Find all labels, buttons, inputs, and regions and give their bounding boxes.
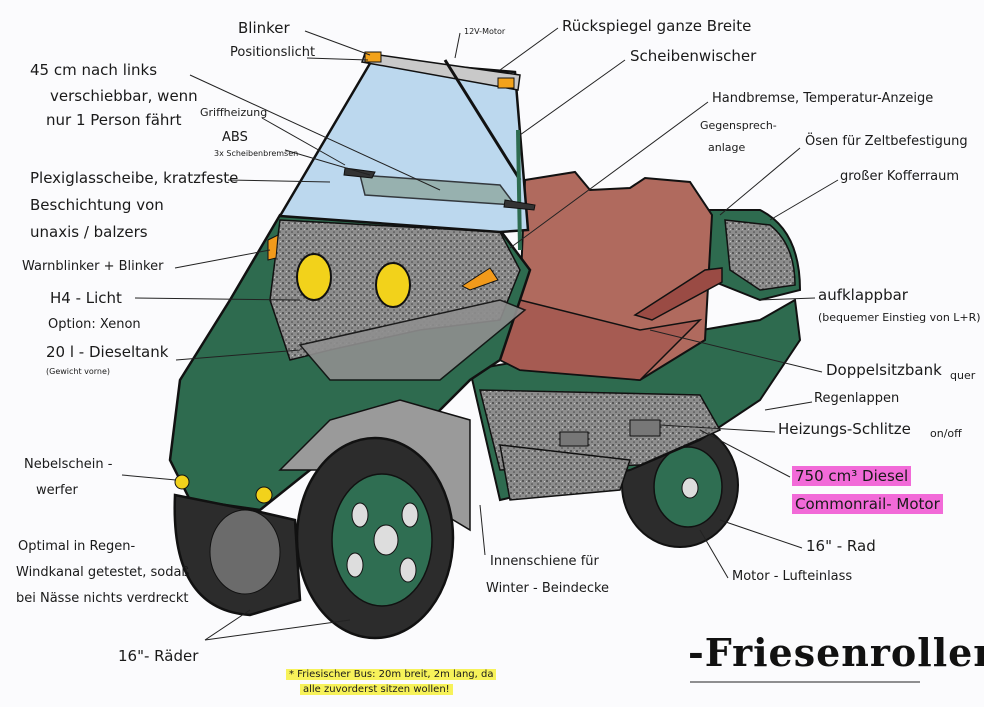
position-light-left <box>364 51 382 63</box>
label-diesel-2: Commonrail- Motor <box>792 494 943 514</box>
title: -Friesenroller* <box>688 630 984 675</box>
label-regenlappen: Regenlappen <box>814 391 900 406</box>
label-12v-motor: 12V-Motor <box>464 27 506 36</box>
label-gegensprech-1: Gegensprech- <box>700 119 777 132</box>
label-scheibenwischer: Scheibenwischer <box>630 47 757 65</box>
label-abs: ABS <box>222 130 248 145</box>
diesel-highlight-1: 750 cm³ Diesel <box>792 466 912 486</box>
indicator-right <box>460 267 499 291</box>
heating-vent-2 <box>629 419 661 437</box>
label-h4: H4 - Licht <box>50 289 122 307</box>
title-text: -Friesenroller <box>688 630 984 675</box>
label-diesel-1: 750 cm³ Diesel <box>792 466 912 486</box>
label-innenschiene-2: Winter - Beindecke <box>486 581 610 596</box>
headlight-left <box>296 253 332 301</box>
wiper-arm <box>443 59 522 181</box>
label-einstieg: (bequemer Einstieg von L+R) <box>818 311 981 324</box>
double-seat <box>498 170 723 382</box>
front-wheel-right <box>295 436 455 640</box>
label-verschiebbar-1: 45 cm nach links <box>30 61 158 79</box>
label-handbremse: Handbremse, Temperatur-Anzeige <box>712 91 934 106</box>
label-oesen: Ösen für Zeltbefestigung <box>805 134 968 149</box>
label-plexiglas-1: Plexiglasscheibe, kratzfeste <box>30 169 239 187</box>
label-xenon: Option: Xenon <box>48 317 141 332</box>
label-rad16: 16" - Rad <box>806 537 876 555</box>
label-verschiebbar-2: verschiebbar, wenn <box>50 87 198 105</box>
label-optimal-2: Windkanal getestet, sodaß <box>16 565 190 580</box>
label-aufklappbar: aufklappbar <box>818 286 908 304</box>
label-blinker: Blinker <box>238 19 290 37</box>
label-dieseltank: 20 l - Dieseltank <box>46 343 169 361</box>
label-quer: quer <box>950 369 976 382</box>
label-doppelsitz: Doppelsitzbank <box>826 361 942 379</box>
label-lufteinlass: Motor - Lufteinlass <box>732 569 853 584</box>
label-innenschiene-1: Innenschiene für <box>490 554 599 569</box>
footnote-text-2: alle zuvorderst sitzen wollen! <box>300 684 453 695</box>
label-plexiglas-2: Beschichtung von <box>30 196 164 214</box>
handlebar <box>633 267 723 321</box>
label-abs-sub: 3x Scheibenbremsen <box>214 149 299 158</box>
front-wheel-left <box>173 493 302 617</box>
label-raeder: 16"- Räder <box>118 647 199 665</box>
label-plexiglas-3: unaxis / balzers <box>30 223 148 241</box>
label-verschiebbar-3: nur 1 Person fährt <box>46 111 182 129</box>
footnote-line-1: * Friesischer Bus: 20m breit, 2m lang, d… <box>286 669 497 680</box>
foglight-left <box>174 474 190 490</box>
heating-vent-1 <box>559 431 589 447</box>
foglight-right <box>255 486 273 504</box>
label-rueckspiegel: Rückspiegel ganze Breite <box>562 17 752 35</box>
label-kofferraum: großer Kofferraum <box>840 169 960 184</box>
grip-right <box>503 199 536 211</box>
label-nebel-1: Nebelschein - <box>24 457 113 472</box>
label-griffheizung: Griffheizung <box>200 106 268 119</box>
position-light-right <box>497 77 515 89</box>
label-gegensprech-2: anlage <box>708 141 746 154</box>
label-optimal-1: Optimal in Regen- <box>18 539 136 554</box>
indicator-left <box>267 234 279 261</box>
label-heizung: Heizungs-Schlitze <box>778 420 911 438</box>
wiper-blade <box>516 129 522 251</box>
label-optimal-3: bei Nässe nichts verdreckt <box>16 591 189 606</box>
label-positionslicht: Positionslicht <box>230 45 316 60</box>
windshield <box>277 51 536 251</box>
label-warnblinker: Warnblinker + Blinker <box>22 259 164 274</box>
footnote-text-1: * Friesischer Bus: 20m breit, 2m lang, d… <box>286 669 497 680</box>
diesel-highlight-2: Commonrail- Motor <box>792 494 943 514</box>
leader-lines <box>121 27 920 683</box>
label-onoff: on/off <box>930 427 962 440</box>
label-dieseltank-sub: (Gewicht vorne) <box>46 367 111 376</box>
grip-left <box>343 167 376 179</box>
headlight-right <box>375 262 411 308</box>
label-nebel-2: werfer <box>36 483 78 498</box>
footnote-line-2: alle zuvorderst sitzen wollen! <box>300 684 453 695</box>
